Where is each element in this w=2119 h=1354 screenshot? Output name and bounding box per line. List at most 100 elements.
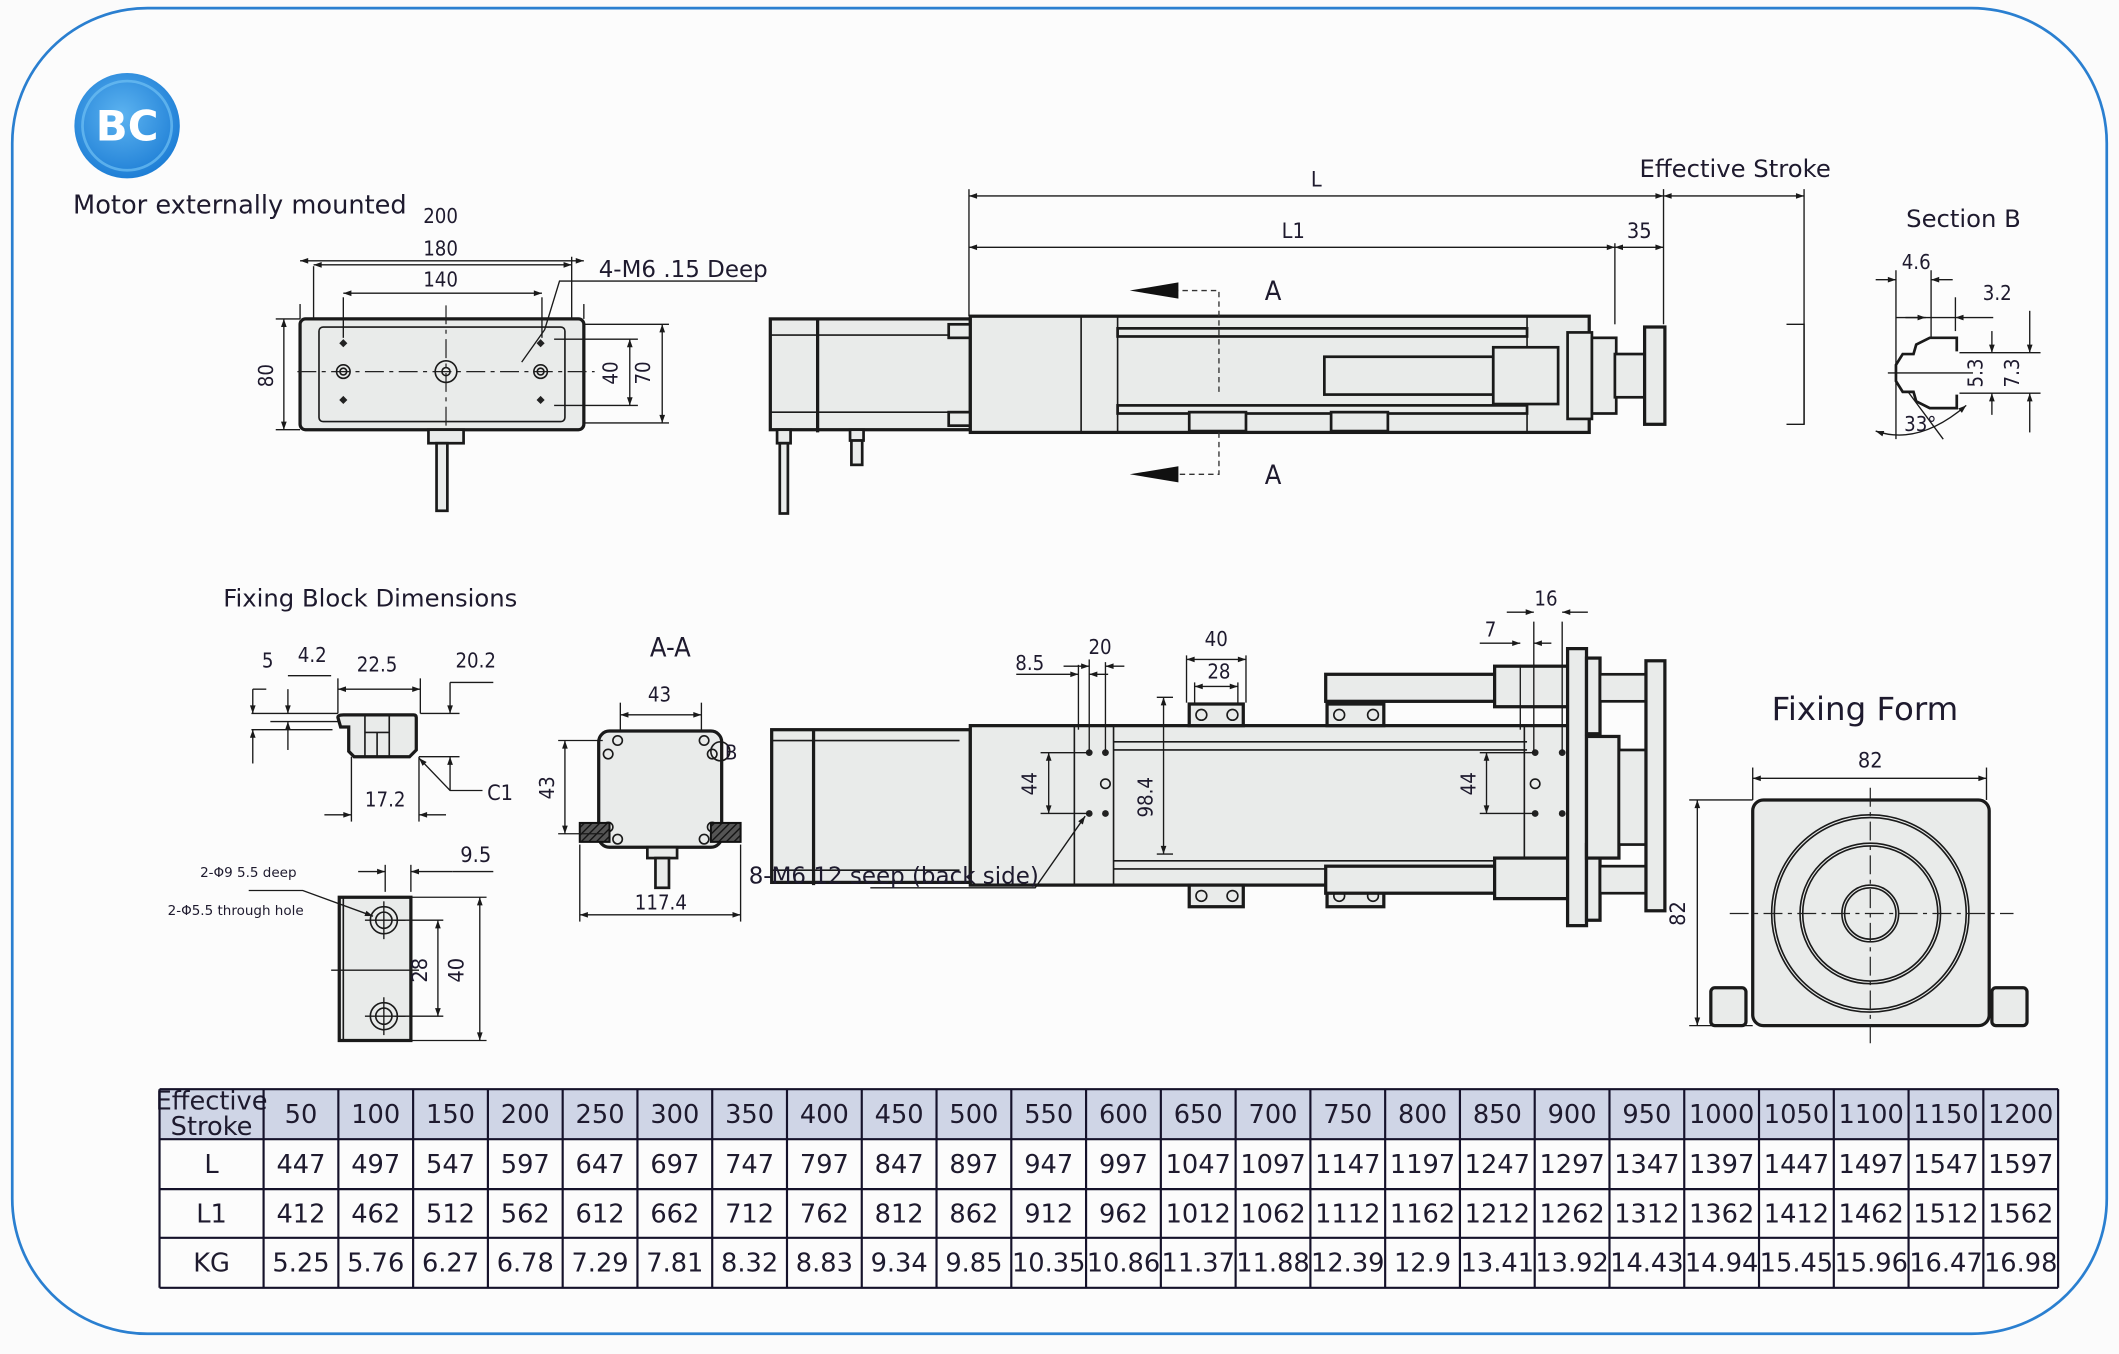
note-8-m6: 8-M6 12 seep (back side) xyxy=(749,864,1039,890)
table-row-label: L1 xyxy=(196,1199,227,1229)
dim-4-2: 4.2 xyxy=(298,643,327,667)
dim-44-left: 44 xyxy=(1018,772,1042,795)
table-cell: 612 xyxy=(576,1199,625,1229)
table-header-cell: 750 xyxy=(1323,1100,1372,1130)
section-b-drawing: Section B 4.6 3.2 5.3 7.3 33° xyxy=(1875,204,2041,440)
table-header-cell: 450 xyxy=(875,1100,924,1130)
table-cell: 12.9 xyxy=(1394,1249,1451,1279)
table-header-cell: 950 xyxy=(1622,1100,1671,1130)
table-cell: 1247 xyxy=(1465,1150,1530,1180)
table-cell: 862 xyxy=(949,1199,998,1229)
table-cell: 1312 xyxy=(1614,1199,1679,1229)
table-cell: 962 xyxy=(1099,1199,1148,1229)
table-cell: 1397 xyxy=(1689,1150,1754,1180)
dim-98-4: 98.4 xyxy=(1134,777,1158,818)
table-cell: 697 xyxy=(650,1150,699,1180)
dim-5-3: 5.3 xyxy=(1963,358,1987,387)
table-cell: 1447 xyxy=(1764,1150,1829,1180)
table-header-cell: 50 xyxy=(285,1100,318,1130)
table-cell: 462 xyxy=(351,1199,400,1229)
table-cell: 15.96 xyxy=(1834,1249,1907,1279)
table-cell: 13.41 xyxy=(1461,1249,1534,1279)
table-cell: 1047 xyxy=(1166,1150,1231,1180)
dim-3-2: 3.2 xyxy=(1983,281,2012,305)
fixing-form-drawing: Fixing Form 82 82 xyxy=(1666,690,2029,1044)
table-cell: 647 xyxy=(576,1150,625,1180)
table-cell: 15.45 xyxy=(1760,1249,1833,1279)
dim-44-right: 44 xyxy=(1457,772,1481,795)
table-cell: 997 xyxy=(1099,1150,1148,1180)
table-cell: 1197 xyxy=(1390,1150,1455,1180)
dim-140: 140 xyxy=(423,267,458,291)
table-cell: 14.94 xyxy=(1685,1249,1758,1279)
dim-7-3: 7.3 xyxy=(2000,358,2024,387)
table-cell: 12.39 xyxy=(1311,1249,1384,1279)
effective-stroke-label: Effective Stroke xyxy=(1640,154,1831,183)
dim-33-deg: 33° xyxy=(1904,412,1936,436)
fixing-form-title: Fixing Form xyxy=(1772,690,1959,728)
table-header-cell: 650 xyxy=(1174,1100,1223,1130)
dim-180: 180 xyxy=(423,236,458,260)
table-header-cell: 300 xyxy=(650,1100,699,1130)
table-header-cell: 250 xyxy=(576,1100,625,1130)
dim-4-6: 4.6 xyxy=(1902,250,1931,274)
table-cell: 5.25 xyxy=(272,1249,329,1279)
table-cell: 1362 xyxy=(1689,1199,1754,1229)
table-cell: 1297 xyxy=(1539,1150,1604,1180)
note-counterbore: 2-Φ9 5.5 deep xyxy=(200,865,296,881)
dim-16: 16 xyxy=(1534,586,1557,610)
section-aa-title: A-A xyxy=(650,633,691,664)
dim-40: 40 xyxy=(599,361,623,384)
table-cell: 847 xyxy=(875,1150,924,1180)
table-header-cell: 1050 xyxy=(1764,1100,1829,1130)
table-cell: 1162 xyxy=(1390,1199,1455,1229)
table-cell: 447 xyxy=(276,1150,325,1180)
table-cell: 797 xyxy=(800,1150,849,1180)
dim-70: 70 xyxy=(631,361,655,384)
table-cell: 9.34 xyxy=(871,1249,928,1279)
dim-5: 5 xyxy=(262,649,274,673)
table-header-cell: 150 xyxy=(426,1100,475,1130)
table-cell: 1212 xyxy=(1465,1199,1530,1229)
table-cell: 562 xyxy=(501,1199,550,1229)
table-cell: 1412 xyxy=(1764,1199,1829,1229)
table-cell: 597 xyxy=(501,1150,550,1180)
table-cell: 5.76 xyxy=(347,1249,404,1279)
dim-40-block: 40 xyxy=(445,958,470,983)
table-cell: 1112 xyxy=(1315,1199,1380,1229)
dim-200: 200 xyxy=(423,204,458,228)
section-b-title: Section B xyxy=(1906,204,2021,233)
table-cell: 412 xyxy=(276,1199,325,1229)
section-a-bottom: A xyxy=(1265,460,1282,491)
dim-43-height: 43 xyxy=(535,776,559,799)
top-view-drawing: 8.5 20 40 28 44 98.4 7 16 44 8-M6 12 see… xyxy=(749,586,1667,928)
front-view-drawing: 200 180 140 80 40 70 4-M6 .15 Deep xyxy=(254,204,768,513)
dim-117-4: 117.4 xyxy=(635,890,687,914)
section-a-top: A xyxy=(1265,276,1282,307)
table-header-cell: 700 xyxy=(1249,1100,1298,1130)
note-through-hole: 2-Φ5.5 through hole xyxy=(168,903,304,919)
dim-7: 7 xyxy=(1485,617,1497,641)
table-header-cell: 400 xyxy=(800,1100,849,1130)
table-cell: 1597 xyxy=(1988,1150,2053,1180)
table-header-cell: 850 xyxy=(1473,1100,1522,1130)
side-view-drawing: A A L L1 35 Effective Stroke xyxy=(768,154,1831,515)
table-header-cell: 350 xyxy=(725,1100,774,1130)
dim-82-width: 82 xyxy=(1858,749,1883,774)
table-header-cell: 100 xyxy=(351,1100,400,1130)
table-cell: 497 xyxy=(351,1150,400,1180)
table-cell: 8.32 xyxy=(721,1249,778,1279)
table-cell: 14.43 xyxy=(1610,1249,1683,1279)
table-header-bg xyxy=(159,1089,2059,1140)
table-cell: 10.86 xyxy=(1087,1249,1160,1279)
section-aa-drawing: A-A B 43 43 117.4 xyxy=(535,633,742,922)
dim-82-height: 82 xyxy=(1666,901,1691,926)
motor-mount-title: Motor externally mounted xyxy=(73,191,407,221)
table-cell: 1462 xyxy=(1839,1199,1904,1229)
table-cell: 1347 xyxy=(1614,1150,1679,1180)
table-row-label: L xyxy=(204,1150,219,1180)
table-cell: 912 xyxy=(1024,1199,1073,1229)
table-cell: 812 xyxy=(875,1199,924,1229)
dim-43-width: 43 xyxy=(648,682,671,706)
